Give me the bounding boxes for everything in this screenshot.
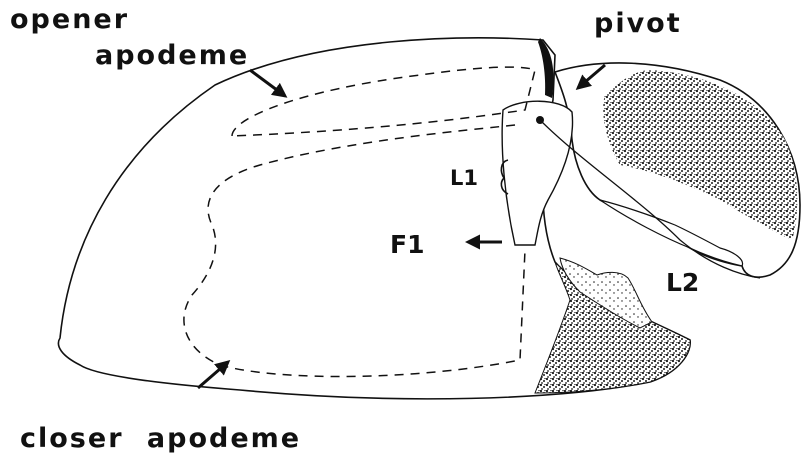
pivot-point bbox=[536, 116, 544, 124]
l2-label: L2 bbox=[666, 270, 699, 295]
l1-label: L1 bbox=[450, 168, 478, 189]
pivot-label: pivot bbox=[594, 10, 682, 37]
opener-label: opener bbox=[10, 6, 129, 33]
closer-apodeme-label: closer apodeme bbox=[20, 425, 301, 452]
f1-label: F1 bbox=[390, 232, 424, 257]
opener-apodeme-label: apodeme bbox=[95, 42, 249, 69]
